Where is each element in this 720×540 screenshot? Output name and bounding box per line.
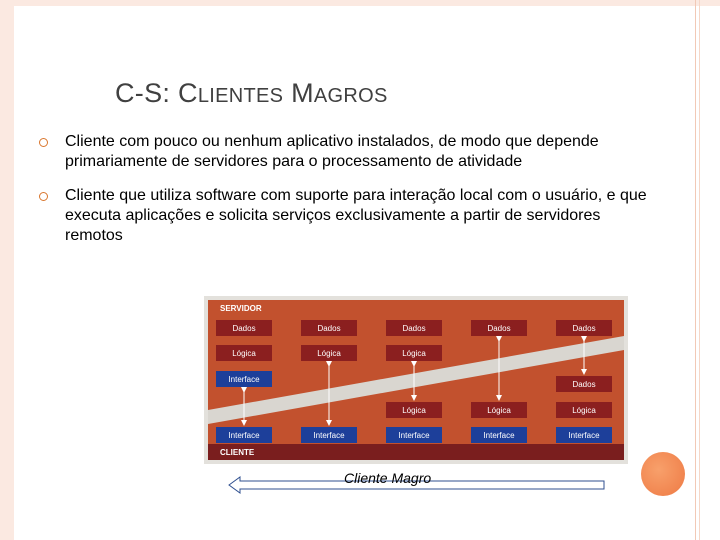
bullet-icon	[39, 192, 48, 201]
slide-frame-right-line	[695, 0, 696, 540]
logica-label: Lógica	[232, 349, 256, 358]
dados-label: Dados	[402, 324, 425, 333]
bullet-text: Cliente que utiliza software com suporte…	[65, 187, 647, 244]
interface-label: Interface	[313, 431, 345, 440]
logica-label: Lógica	[487, 406, 511, 415]
interface-box	[216, 371, 272, 387]
logica-box	[301, 345, 357, 361]
column-5: Dados Dados Lógica Interface	[556, 320, 612, 443]
thin-client-arrow	[228, 476, 605, 494]
interface-label: Interface	[398, 431, 430, 440]
dados-box	[471, 320, 527, 336]
logica-box	[386, 345, 442, 361]
column-3: Dados Lógica Lógica Interface	[386, 320, 442, 443]
dados-label: Dados	[572, 380, 595, 389]
slide-frame-top	[0, 0, 720, 6]
slide-title: C-S: CLIENTES MAGROS	[115, 78, 388, 108]
decorative-circle	[641, 452, 685, 496]
interface-box	[301, 427, 357, 443]
client-area	[208, 444, 624, 460]
dados-box	[556, 376, 612, 392]
logica-box	[216, 345, 272, 361]
logica-box	[386, 402, 442, 418]
left-arrow-icon	[228, 476, 605, 494]
logica-label: Lógica	[572, 406, 596, 415]
interface-label: Interface	[228, 431, 260, 440]
slide-frame-right-line-2	[699, 0, 700, 540]
bullet-item: Cliente com pouco ou nenhum aplicativo i…	[35, 132, 655, 172]
dados-label: Dados	[317, 324, 340, 333]
logica-label: Lógica	[317, 349, 341, 358]
logica-label: Lógica	[402, 406, 426, 415]
interface-box	[556, 427, 612, 443]
server-label: SERVIDOR	[220, 304, 262, 313]
client-server-diagram: SERVIDOR CLIENTE Dados Lógica Interface …	[204, 296, 628, 464]
interface-label: Interface	[228, 375, 260, 384]
dados-box	[301, 320, 357, 336]
bullet-item: Cliente que utiliza software com suporte…	[35, 186, 655, 246]
logica-label: Lógica	[402, 349, 426, 358]
bullet-list: Cliente com pouco ou nenhum aplicativo i…	[35, 132, 655, 260]
dados-box	[216, 320, 272, 336]
logica-box	[556, 402, 612, 418]
thin-client-caption: Cliente Magro	[344, 470, 432, 486]
interface-box	[386, 427, 442, 443]
column-4: Dados Lógica Interface	[471, 320, 527, 443]
dados-box	[386, 320, 442, 336]
column-2: Dados Lógica Interface	[301, 320, 357, 443]
slide-frame-left	[0, 0, 14, 540]
interface-box	[471, 427, 527, 443]
interface-label: Interface	[568, 431, 600, 440]
dados-label: Dados	[572, 324, 595, 333]
logica-box	[471, 402, 527, 418]
bullet-icon	[39, 138, 48, 147]
dados-box	[556, 320, 612, 336]
column-1: Dados Lógica Interface Interface	[216, 320, 272, 443]
bullet-text: Cliente com pouco ou nenhum aplicativo i…	[65, 133, 599, 170]
interface-label: Interface	[483, 431, 515, 440]
interface-box	[216, 427, 272, 443]
dados-label: Dados	[487, 324, 510, 333]
dados-label: Dados	[232, 324, 255, 333]
client-label: CLIENTE	[220, 448, 255, 457]
